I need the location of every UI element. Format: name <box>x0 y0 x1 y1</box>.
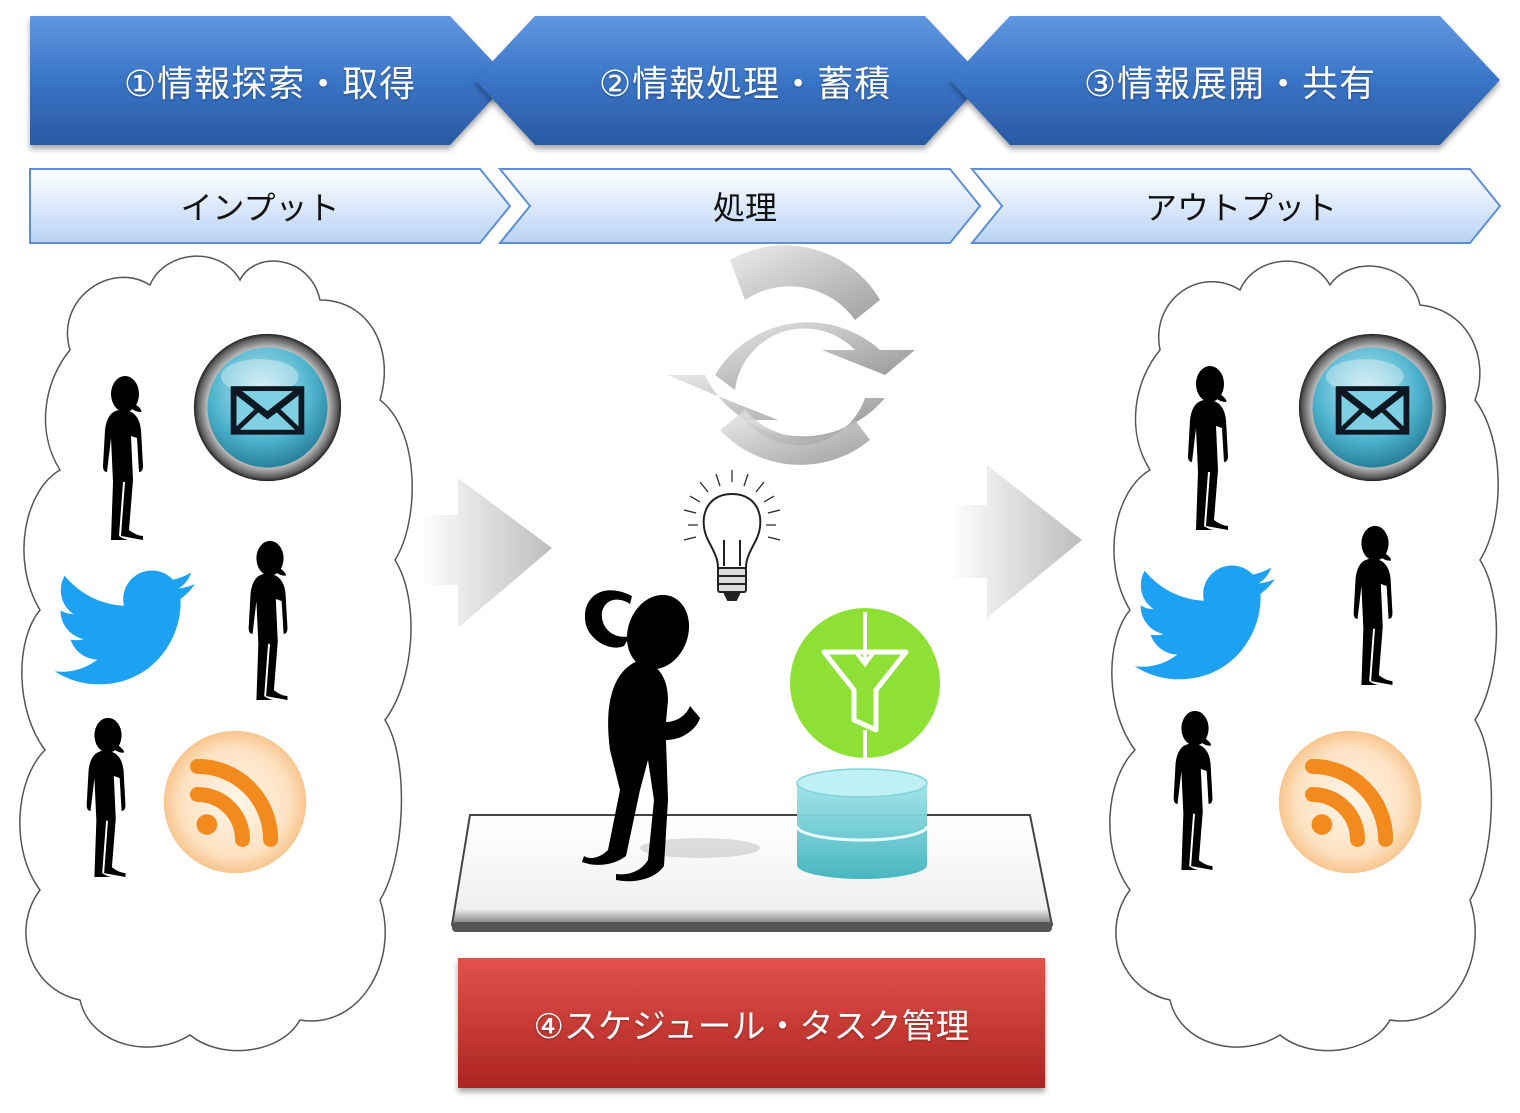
database-icon <box>795 768 929 879</box>
processing-platform <box>450 814 1054 932</box>
light-bulb-icon <box>683 470 781 601</box>
stage-chevron-3 <box>950 16 1500 145</box>
phase-chevron-output <box>969 168 1502 244</box>
phase-chevron-input <box>29 168 512 244</box>
phase-process-label: 処理 <box>712 189 777 227</box>
funnel-filter-icon <box>790 608 940 758</box>
flow-arrow-right <box>950 465 1082 618</box>
stage-2-label: ②情報処理・蓄積 <box>598 63 892 105</box>
management-box <box>458 958 1045 1088</box>
phase-input-label: インプット <box>180 189 340 227</box>
stage-1-label: ①情報探索・取得 <box>123 63 417 105</box>
mail-icon <box>1299 334 1446 481</box>
phase-output-label: アウトプット <box>1144 189 1337 227</box>
refresh-cycle-icon <box>668 245 915 465</box>
rss-icon <box>1279 731 1422 874</box>
rss-icon <box>164 731 307 874</box>
management-label: ④スケジュール・タスク管理 <box>533 1006 970 1047</box>
flow-arrow-left <box>420 478 552 628</box>
mail-icon <box>194 334 341 481</box>
phase-chevron-process <box>497 168 982 244</box>
stage-3-label: ③情報展開・共有 <box>1083 63 1377 105</box>
thinking-person-icon <box>582 590 700 882</box>
person-shadow <box>640 838 760 858</box>
stage-chevron-2 <box>475 16 985 145</box>
stage-chevron-1 <box>30 16 510 145</box>
